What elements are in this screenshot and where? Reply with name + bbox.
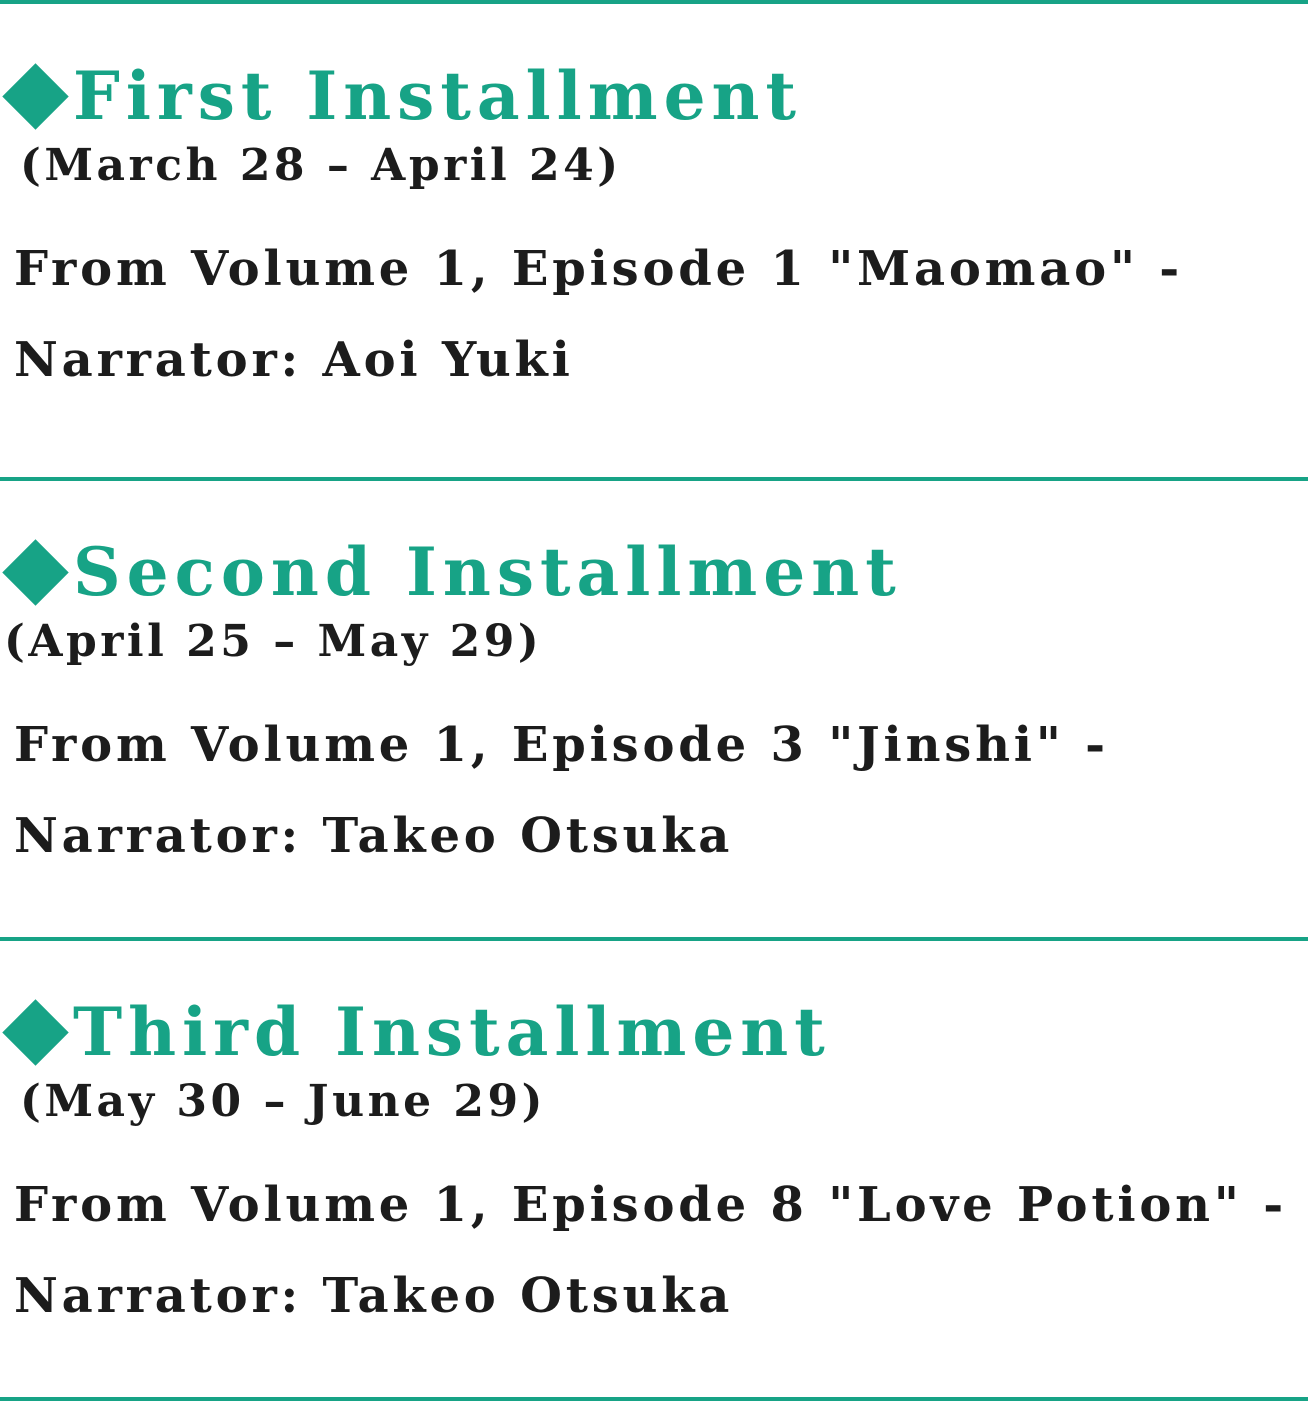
installment-title: Second Installment [73, 533, 902, 611]
installment-second: Second Installment (April 25 – May 29) F… [0, 532, 1308, 882]
installment-heading: First Installment [0, 56, 1308, 136]
installment-title: Third Installment [73, 993, 831, 1071]
diamond-bullet-icon [2, 62, 69, 130]
source-episode: From Volume 1, Episode 1 "Maomao" - [14, 241, 1184, 297]
narrator-line: Narrator: Takeo Otsuka [14, 808, 734, 864]
divider [0, 937, 1308, 941]
installment-description: From Volume 1, Episode 3 "Jinshi" - Narr… [0, 700, 1308, 882]
installment-description: From Volume 1, Episode 1 "Maomao" - Narr… [0, 224, 1308, 406]
bottom-divider [0, 1397, 1308, 1401]
divider [0, 477, 1308, 481]
installment-title: First Installment [73, 57, 803, 135]
installment-dates: (April 25 – May 29) [4, 616, 543, 667]
source-episode: From Volume 1, Episode 8 "Love Potion" - [14, 1177, 1287, 1233]
installment-third: Third Installment (May 30 – June 29) Fro… [0, 992, 1308, 1342]
installment-first: First Installment (March 28 – April 24) … [0, 56, 1308, 406]
installment-description: From Volume 1, Episode 8 "Love Potion" -… [0, 1160, 1308, 1342]
installment-dates: (March 28 – April 24) [20, 140, 622, 191]
top-divider [0, 0, 1308, 4]
diamond-bullet-icon [2, 998, 69, 1066]
narrator-line: Narrator: Takeo Otsuka [14, 1268, 734, 1324]
installment-heading: Second Installment [0, 532, 1308, 612]
installment-dates: (May 30 – June 29) [20, 1076, 546, 1127]
installment-heading: Third Installment [0, 992, 1308, 1072]
source-episode: From Volume 1, Episode 3 "Jinshi" - [14, 717, 1109, 773]
diamond-bullet-icon [2, 538, 69, 606]
narrator-line: Narrator: Aoi Yuki [14, 332, 574, 388]
